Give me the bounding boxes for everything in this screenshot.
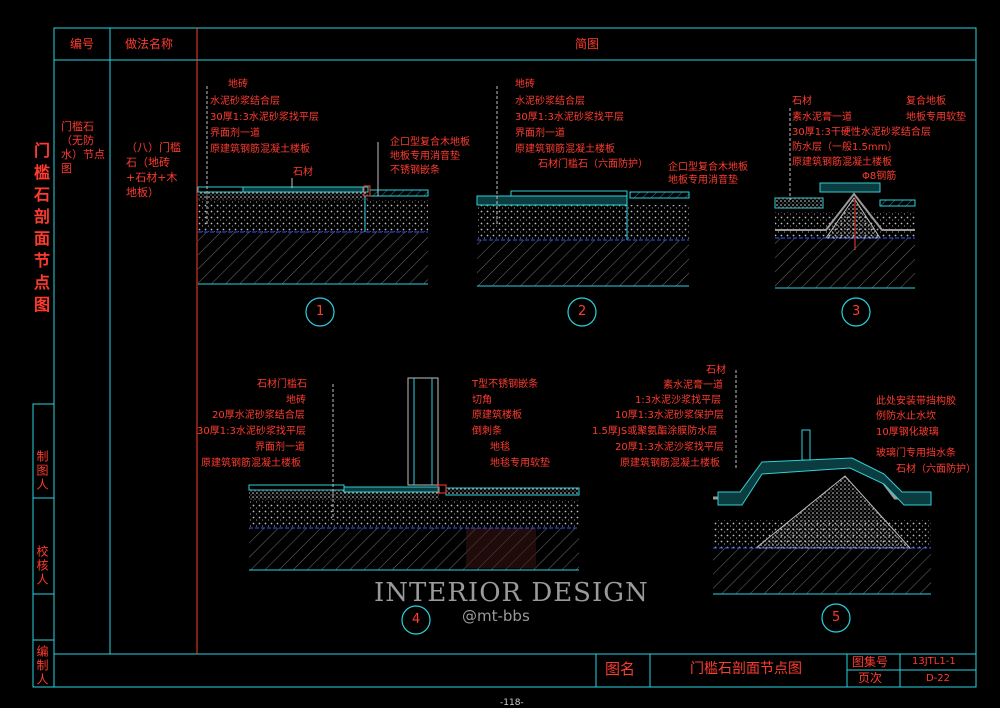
d5-label: 原建筑钢筋混凝土楼板 bbox=[620, 458, 720, 469]
page-number: D-22 bbox=[926, 673, 951, 684]
d4-label-right: 地毯专用软垫 bbox=[490, 458, 550, 469]
d5-label-right: 石材（六面防护） bbox=[896, 464, 976, 475]
d1-label: 30厚1:3水泥砂浆找平层 bbox=[210, 112, 319, 123]
drawing-name: 门槛石剖面节点图 bbox=[690, 661, 802, 677]
detail-1-number: 1 bbox=[316, 304, 325, 319]
d3-label: 防水层（一般1.5mm） bbox=[792, 142, 898, 153]
d1-label: 原建筑钢筋混凝土楼板 bbox=[210, 144, 310, 155]
d4-label: 石材门槛石 bbox=[257, 379, 307, 390]
d4-label: 原建筑钢筋混凝土楼板 bbox=[201, 458, 301, 469]
d5-label: 20厚1:3水泥沙浆找平层 bbox=[615, 442, 724, 453]
detail-number-circles bbox=[305, 297, 871, 635]
header-col-number: 编号 bbox=[70, 37, 95, 51]
d1-label-right: 地板专用消音垫 bbox=[390, 151, 460, 162]
d1-stone-label: 石材 bbox=[293, 167, 313, 178]
d1-label: 水泥砂浆结合层 bbox=[210, 96, 280, 107]
detail-2-section bbox=[476, 86, 690, 287]
d3-label-right: 复合地板 bbox=[906, 96, 946, 107]
d4-label: 地砖 bbox=[286, 395, 306, 406]
detail-5-section bbox=[713, 370, 932, 595]
frame-lines bbox=[32, 27, 977, 688]
watermark-text: INTERIOR DESIGN bbox=[374, 578, 649, 608]
d4-label-right: 倒刺条 bbox=[472, 426, 502, 437]
d2-label: 水泥砂浆结合层 bbox=[515, 96, 585, 107]
d3-label: 素水泥膏一道 bbox=[792, 112, 852, 123]
d5-label: 10厚1:3水泥砂浆保护层 bbox=[615, 410, 724, 421]
d1-label-right: 企口型复合木地板 bbox=[390, 137, 470, 148]
drawing-name-label: 图名 bbox=[605, 660, 636, 678]
left-title: 门槛石剖面节点图 bbox=[33, 141, 50, 314]
atlas-number: 13JTL1-1 bbox=[912, 656, 956, 667]
d1-label: 地砖 bbox=[228, 79, 248, 90]
detail-3-section bbox=[774, 108, 916, 289]
d5-label: 石材 bbox=[706, 365, 726, 376]
detail-2-number: 2 bbox=[578, 304, 587, 319]
bottom-page-number: -118- bbox=[500, 698, 524, 708]
d5-label: 1.5厚JS或聚氨酯涂膜防水层 bbox=[592, 426, 718, 437]
atlas-number-label: 图集号 bbox=[852, 655, 889, 669]
d3-label-right: 地板专用软垫 bbox=[906, 112, 966, 123]
d4-label-right: 地毯 bbox=[490, 442, 510, 453]
detail-1-section bbox=[197, 86, 429, 285]
detail-3-number: 3 bbox=[852, 304, 861, 319]
d5-label-right: 此处安装带挡构胶 bbox=[876, 396, 956, 407]
d1-label: 界面剂一道 bbox=[210, 128, 260, 139]
d3-label: 石材 bbox=[792, 96, 812, 107]
drawn-by-label: 制图人 bbox=[35, 450, 49, 492]
d2-label: 界面剂一道 bbox=[515, 128, 565, 139]
d5-label-right: 10厚钢化玻璃 bbox=[876, 427, 939, 438]
d1-label-right: 不锈钢嵌条 bbox=[390, 165, 440, 176]
d5-label-right: 例防水止水坎 bbox=[876, 411, 936, 422]
compiled-by-label: 编制人 bbox=[35, 645, 49, 687]
d4-label: 20厚水泥砂浆结合层 bbox=[212, 410, 305, 421]
watermark-sub: @mt-bbs bbox=[462, 607, 530, 625]
row-method: （八）门槛石（地砖+石材+木地板） bbox=[126, 141, 181, 199]
d2-stone-label: 石材门槛石（六面防护） bbox=[538, 159, 648, 170]
page-label: 页次 bbox=[858, 671, 883, 685]
d2-label-right: 企口型复合木地板 bbox=[668, 162, 748, 173]
d5-label: 素水泥膏一道 bbox=[663, 380, 723, 391]
d3-label: 30厚1:3干硬性水泥砂浆结合层 bbox=[792, 127, 931, 138]
d3-rebar-label: Φ8钢筋 bbox=[862, 171, 897, 182]
detail-4-section bbox=[248, 377, 580, 571]
d4-label: 30厚1:3水泥砂浆找平层 bbox=[197, 426, 306, 437]
d2-label-right: 地板专用消音垫 bbox=[668, 175, 738, 186]
d2-label: 30厚1:3水泥砂浆找平层 bbox=[515, 112, 624, 123]
d4-label: 界面剂一道 bbox=[255, 442, 305, 453]
d4-label-right: 原建筑楼板 bbox=[472, 410, 522, 421]
d5-label: 1:3水泥沙浆找平层 bbox=[635, 395, 722, 406]
detail-4-number: 4 bbox=[412, 612, 421, 627]
d2-label: 地砖 bbox=[515, 79, 535, 90]
d3-label: 原建筑钢筋混凝土楼板 bbox=[792, 157, 892, 168]
detail-5-number: 5 bbox=[832, 610, 841, 625]
header-col-method: 做法名称 bbox=[125, 37, 174, 51]
d4-label-right: 切角 bbox=[472, 395, 492, 406]
d4-label-right: T型不锈钢嵌条 bbox=[472, 379, 539, 390]
header-col-figure: 简图 bbox=[575, 37, 600, 51]
d2-label: 原建筑钢筋混凝土楼板 bbox=[515, 144, 615, 155]
checked-by-label: 校核人 bbox=[35, 545, 49, 587]
row-code: 门槛石（无防水）节点图 bbox=[61, 120, 105, 175]
d5-label-right: 玻璃门专用挡水条 bbox=[876, 448, 956, 459]
